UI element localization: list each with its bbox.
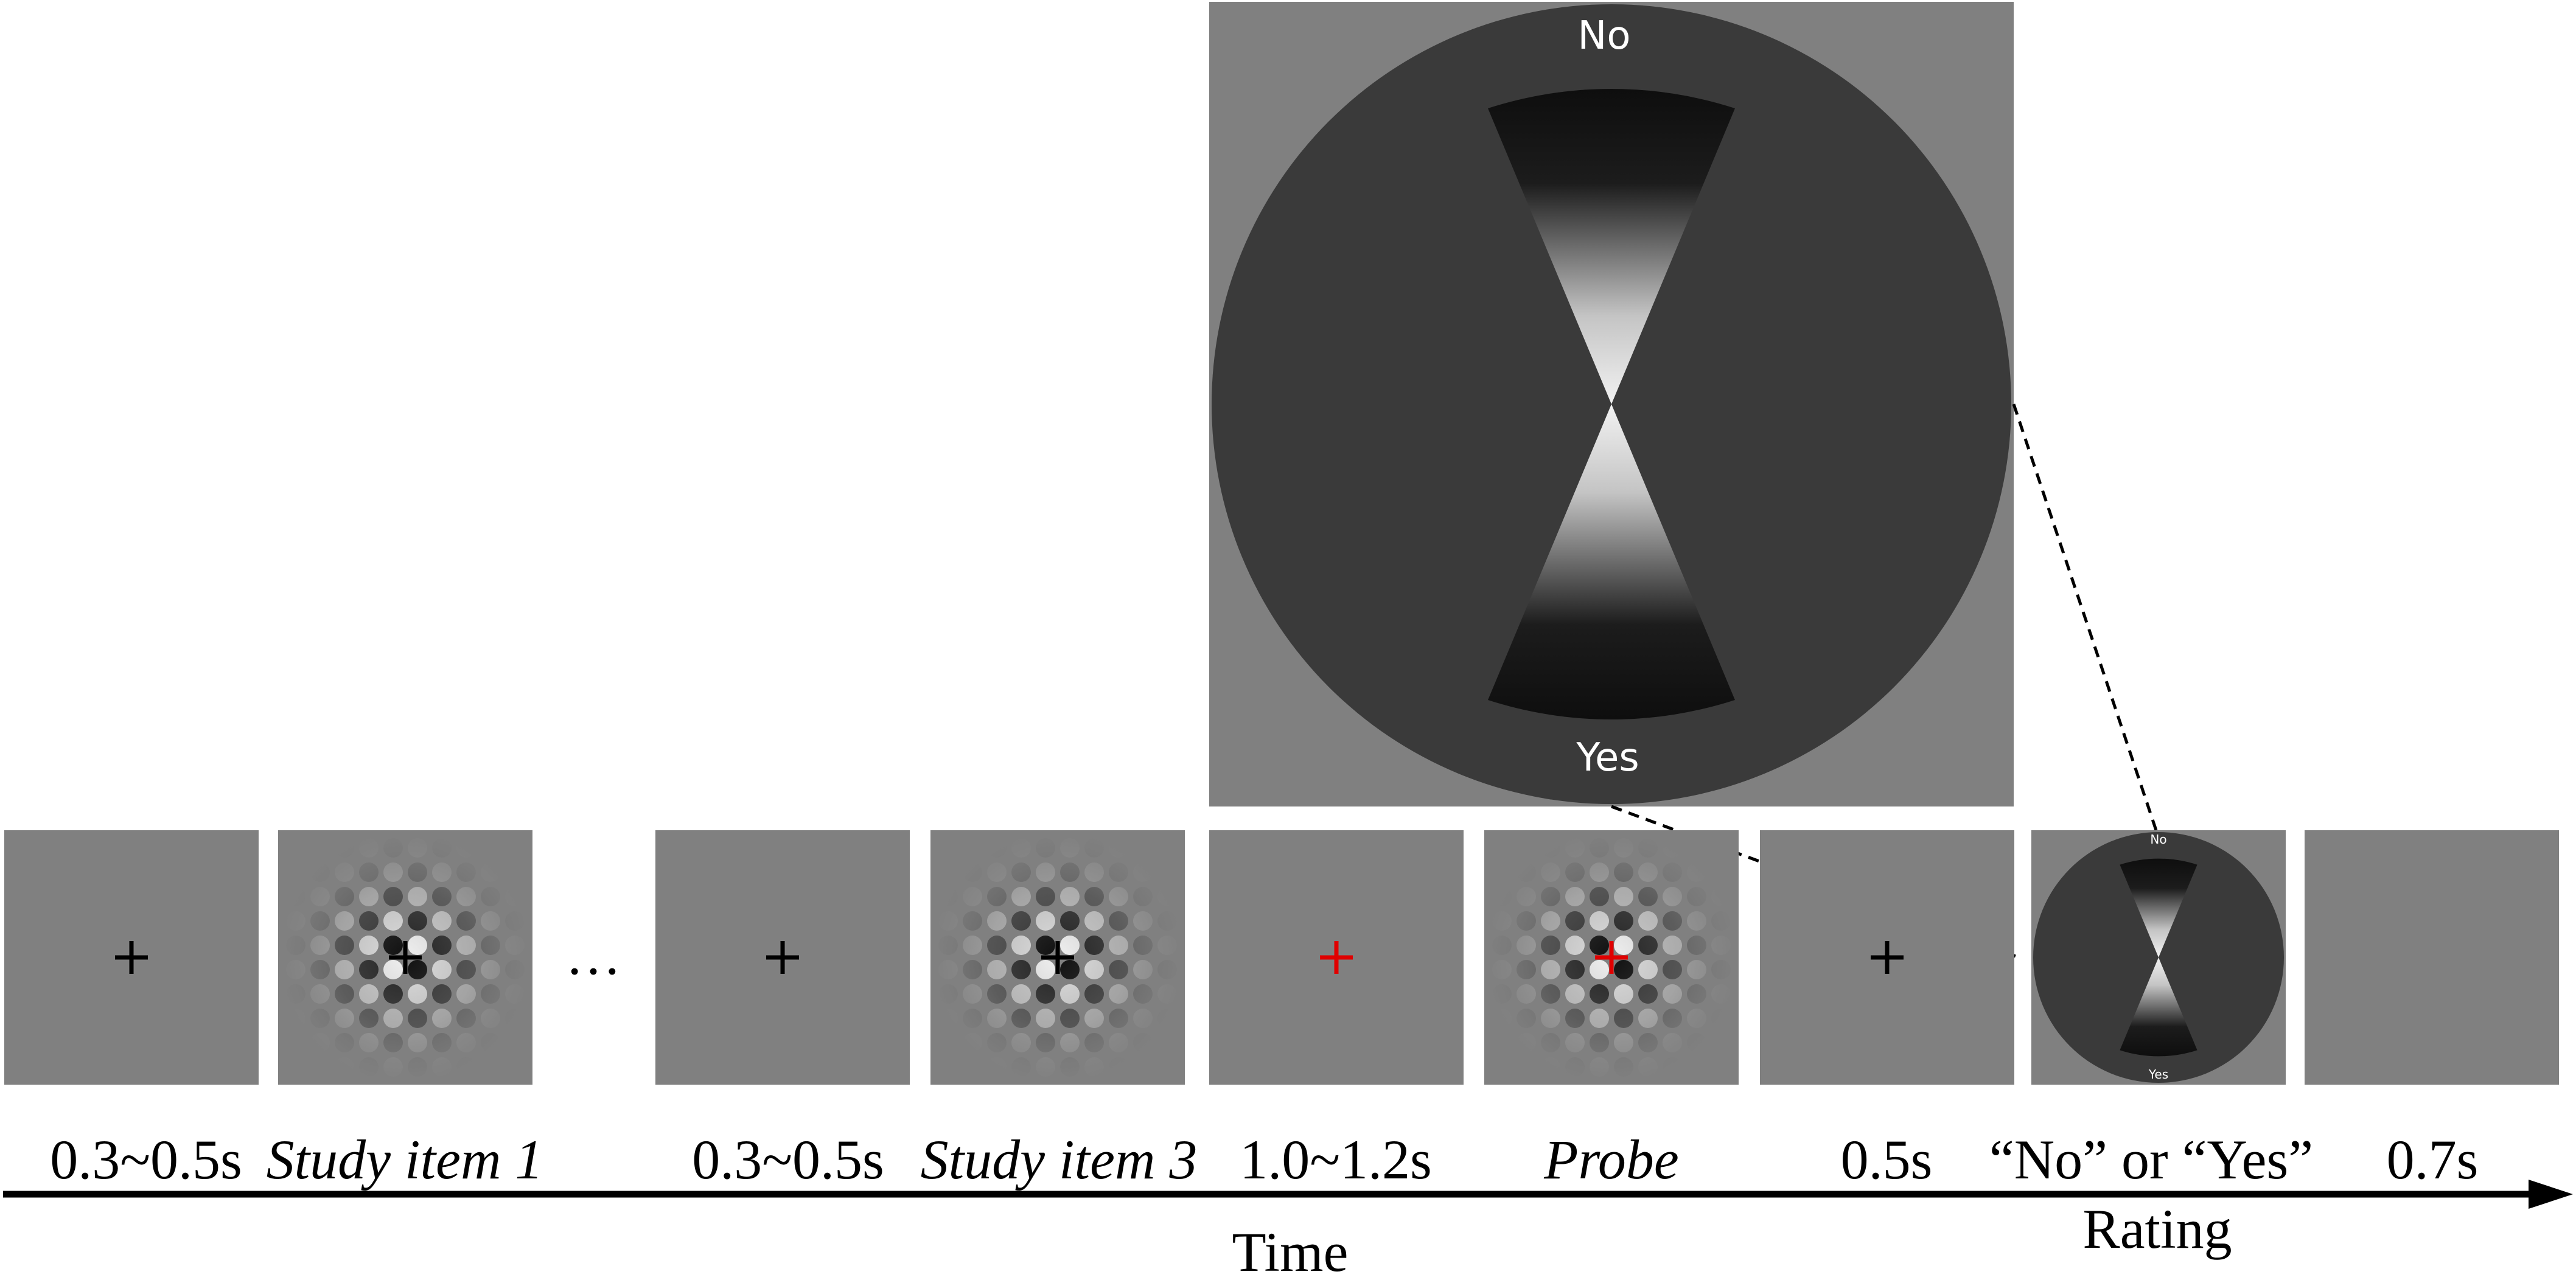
fixation-cross-icon: [1320, 941, 1353, 974]
fixation-cross-icon: [115, 941, 148, 974]
axis-label-rating: Rating: [2082, 1198, 2232, 1260]
frame-background: [2305, 830, 2559, 1085]
rating-dial-enlarged: No Yes: [1209, 2, 2014, 806]
label-blank: 0.7s: [2387, 1128, 2479, 1191]
frame-study1: [278, 830, 532, 1085]
ellipsis-marker: …: [565, 924, 621, 986]
label-rating-response: “No” or “Yes”: [1989, 1128, 2313, 1191]
zoom-connector-top: [2012, 404, 2159, 834]
fixation-cross-icon: [1041, 941, 1074, 974]
frame-fix2: [655, 830, 910, 1085]
dial-wedge-yes: [1488, 404, 1735, 719]
dial-label-no: No: [2150, 832, 2166, 847]
label-probe: Probe: [1543, 1128, 1678, 1191]
dial-label-yes: Yes: [2148, 1067, 2168, 1082]
label-fixation-1: 0.3~0.5s: [50, 1128, 242, 1191]
fixation-cross-icon: [1871, 941, 1904, 974]
label-study-item-3: Study item 3: [921, 1128, 1198, 1191]
dial-wedge-yes: [2120, 957, 2197, 1057]
fixation-cross-icon: [766, 941, 799, 974]
label-fixation-2: 0.3~0.5s: [692, 1128, 884, 1191]
label-study-item-1: Study item 1: [267, 1128, 543, 1191]
label-fixation-3: 0.5s: [1841, 1128, 1933, 1191]
fixation-cross-icon: [389, 941, 422, 974]
frame-study3: [930, 830, 1185, 1085]
time-axis-arrowhead: [2529, 1180, 2573, 1209]
axis-label-time: Time: [1232, 1221, 1349, 1277]
fixation-cross-icon: [1595, 941, 1628, 974]
frame-fix1: [4, 830, 259, 1085]
frame-fix3: [1760, 830, 2014, 1085]
dial-wedge-no: [1488, 89, 1735, 404]
dial-label-yes: Yes: [1576, 735, 1639, 780]
frame-blank: [2305, 830, 2559, 1085]
dial-wedge-no: [2120, 858, 2197, 957]
frame-probe: [1484, 830, 1739, 1085]
frame-cue: [1209, 830, 1464, 1085]
dial-label-no: No: [1577, 13, 1630, 58]
label-cue-interval: 1.0~1.2s: [1240, 1128, 1432, 1191]
